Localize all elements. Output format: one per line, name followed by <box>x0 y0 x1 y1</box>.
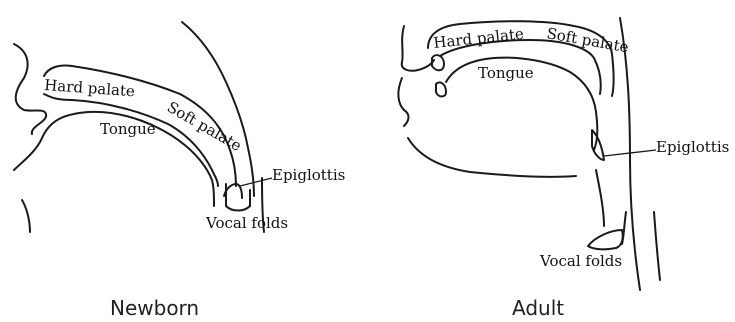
adult-diagram: Hard palate Soft palate Tongue Epiglotti… <box>398 18 729 320</box>
adult-jaw-outline <box>408 138 576 177</box>
newborn-soft-palate-label: Soft palate <box>164 98 245 155</box>
newborn-epiglottis-leader <box>240 178 272 186</box>
adult-hard-palate-label: Hard palate <box>433 25 525 52</box>
newborn-hard-palate-label: Hard palate <box>44 76 136 100</box>
adult-vocal-folds-shape <box>588 230 623 249</box>
adult-caption: Adult <box>512 296 564 320</box>
newborn-diagram: Hard palate Soft palate Tongue Epiglotti… <box>14 22 345 320</box>
newborn-tongue-label: Tongue <box>100 120 156 138</box>
adult-incisor-upper <box>432 55 444 70</box>
adult-trachea-back <box>654 212 660 280</box>
adult-incisor-lower <box>436 82 446 96</box>
adult-lower-lip <box>398 78 408 126</box>
adult-face-outline <box>402 26 434 71</box>
newborn-caption: Newborn <box>110 296 199 320</box>
newborn-epiglottis-label: Epiglottis <box>272 166 345 184</box>
adult-vocal-folds-label: Vocal folds <box>539 252 622 270</box>
adult-larynx-front <box>596 170 604 226</box>
newborn-neck-outline <box>22 200 30 232</box>
adult-tongue-label: Tongue <box>478 64 534 82</box>
adult-epiglottis-label: Epiglottis <box>656 138 729 156</box>
newborn-vocal-folds-label: Vocal folds <box>205 214 288 232</box>
newborn-face-outline <box>14 44 46 134</box>
